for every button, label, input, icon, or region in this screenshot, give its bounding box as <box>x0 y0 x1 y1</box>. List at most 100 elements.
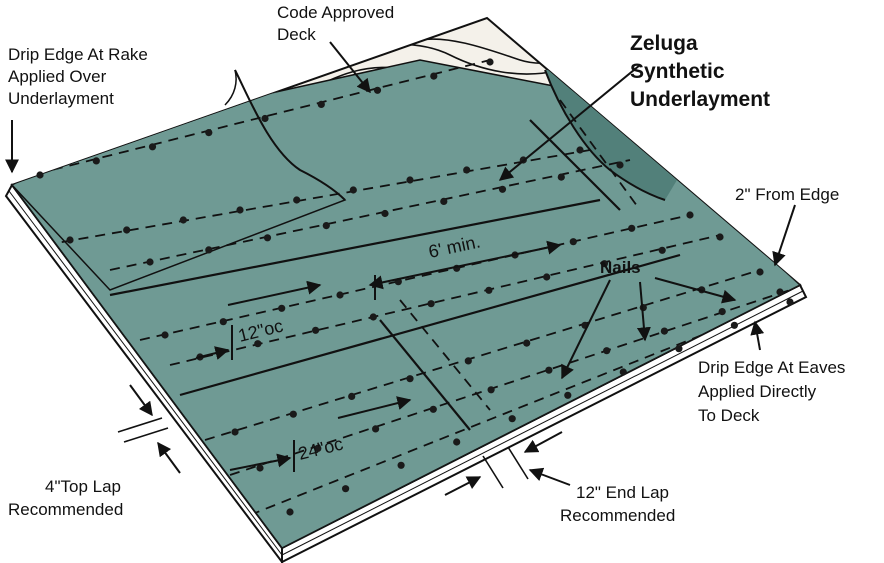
leader-end-lap-c <box>528 467 571 486</box>
curl-lip <box>224 69 237 106</box>
nail <box>406 375 414 383</box>
drip-edge-rake-label: Drip Edge At Rake Applied Over Underlaym… <box>8 45 153 108</box>
nail <box>498 185 507 193</box>
nail <box>261 114 269 123</box>
nail <box>508 415 516 423</box>
leader-zeluga <box>498 64 641 181</box>
nail <box>348 392 356 400</box>
nail <box>349 186 357 194</box>
nail <box>440 197 448 205</box>
nail <box>603 347 611 355</box>
nail <box>545 366 553 374</box>
nail <box>317 100 325 108</box>
nail <box>485 286 493 294</box>
nail <box>658 246 666 254</box>
nail <box>718 308 726 316</box>
code-approved-deck-label: Code Approved Deck <box>277 3 399 44</box>
nail <box>463 166 471 174</box>
underlayment-folded-edge <box>545 70 680 200</box>
nail <box>675 345 683 353</box>
nail <box>569 238 577 246</box>
nail <box>322 222 330 230</box>
nail <box>36 171 44 179</box>
leader-top-lap-b <box>157 441 181 474</box>
leader-nail-2 <box>636 281 651 342</box>
nail <box>256 464 264 472</box>
from-edge-label: 2" From Edge <box>735 185 839 204</box>
nail <box>66 236 74 244</box>
nail <box>381 209 389 218</box>
nail <box>429 405 437 413</box>
leader-nail-1 <box>561 279 611 380</box>
nail <box>619 368 627 376</box>
nail <box>557 173 565 181</box>
nail <box>397 461 405 469</box>
course-seams <box>109 119 681 431</box>
nail <box>254 340 262 348</box>
nail <box>756 268 764 276</box>
leader-end-lap-a <box>444 476 482 496</box>
nail <box>576 146 584 154</box>
nail <box>628 224 636 232</box>
fold-outline <box>544 69 666 201</box>
nail <box>314 444 322 452</box>
nail <box>286 508 294 516</box>
nail <box>289 410 297 418</box>
nail <box>486 58 494 66</box>
nail <box>231 428 239 436</box>
nail <box>336 291 344 299</box>
nail <box>660 327 669 335</box>
nail <box>430 72 438 80</box>
nail <box>148 143 157 151</box>
deck-edge-line <box>281 290 804 556</box>
nail <box>369 313 377 321</box>
zeluga-underlayment-label: Zeluga Synthetic Underlayment <box>630 32 770 111</box>
nail <box>427 300 435 308</box>
leader-deck <box>329 41 371 94</box>
nail <box>123 226 131 234</box>
nail <box>406 176 414 184</box>
nail <box>487 386 495 394</box>
lap-tick-marks <box>117 417 529 489</box>
nail <box>686 211 694 219</box>
leader-nail-3 <box>654 277 737 304</box>
nail <box>616 161 624 169</box>
nail <box>312 326 320 334</box>
nail <box>523 339 531 347</box>
nail <box>464 357 472 365</box>
deck-edge-line <box>8 190 283 556</box>
nail <box>205 246 213 254</box>
end-lap-label: 12" End Lap Recommended <box>560 483 675 525</box>
nail <box>293 196 301 204</box>
nail <box>92 157 100 165</box>
nail <box>278 304 286 312</box>
underlayment-course-lower <box>12 59 800 548</box>
nail <box>776 288 784 296</box>
zeluga-synthetic-underlayment <box>12 59 800 548</box>
nail <box>453 438 461 446</box>
nails-label: Nails <box>600 258 641 277</box>
nail <box>219 318 227 326</box>
nail <box>205 129 213 137</box>
nail <box>786 298 794 306</box>
nail <box>236 206 244 214</box>
nail <box>342 485 350 493</box>
nail <box>179 216 187 224</box>
nail <box>600 260 609 268</box>
curl-outline <box>234 69 346 201</box>
nail <box>161 331 169 339</box>
leader-end-lap-b <box>523 431 563 453</box>
nail <box>146 258 154 266</box>
nail <box>372 425 380 433</box>
nail <box>716 233 724 241</box>
nail <box>564 391 572 399</box>
leader-top-lap-a <box>129 384 153 417</box>
top-lap-label: 4"Top Lap Recommended <box>8 477 126 519</box>
leader-from-edge <box>772 204 796 267</box>
callout-leaders <box>5 41 796 496</box>
leader-drip-eaves <box>750 320 765 351</box>
nail-dots <box>36 58 794 516</box>
nail <box>543 273 551 281</box>
